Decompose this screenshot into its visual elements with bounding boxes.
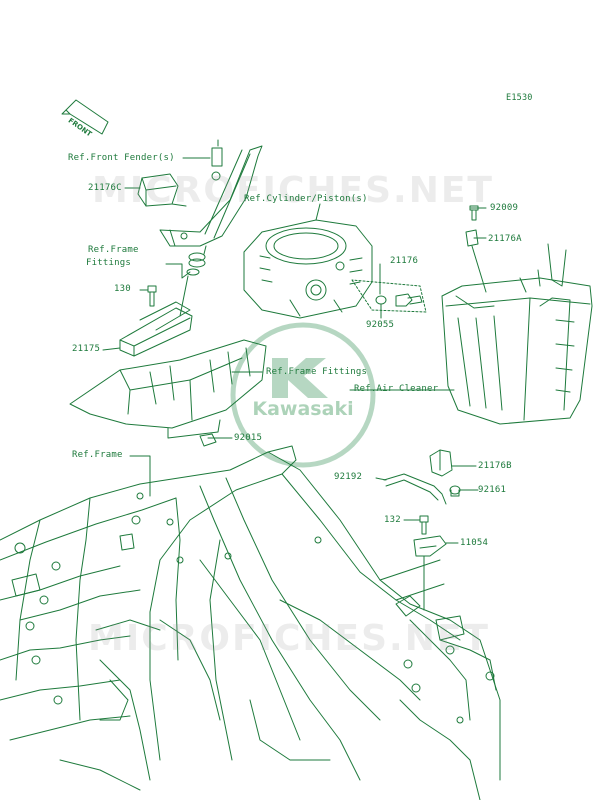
front-bracket <box>137 139 263 247</box>
main-frame <box>0 445 501 800</box>
label-21176a: 21176A <box>488 234 522 244</box>
label-21176c: 21176C <box>88 183 122 193</box>
label-132: 132 <box>384 515 401 525</box>
front-arrow-icon <box>61 99 109 135</box>
grommet <box>186 252 206 276</box>
watermark-top: MICROFICHES.NET <box>92 170 494 211</box>
kawasaki-logo <box>230 322 376 468</box>
label-92015: 92015 <box>234 433 263 443</box>
bolt-130 <box>147 285 157 307</box>
bracket-11054 <box>413 535 447 557</box>
regulator-21175 <box>119 301 193 357</box>
page-code: E1530 <box>506 93 533 103</box>
label-ref-front-fender: Ref.Front Fender(s) <box>68 153 175 163</box>
label-21176: 21176 <box>390 256 419 266</box>
bolt-132 <box>419 515 429 535</box>
hose-92192 <box>383 473 447 505</box>
clamp-21176a <box>465 229 487 293</box>
leader-lines <box>102 157 487 611</box>
air-cleaner-box <box>441 243 593 425</box>
clip-92015 <box>199 433 217 447</box>
label-ref-cylinder-piston: Ref.Cylinder/Piston(s) <box>244 194 368 204</box>
label-92161: 92161 <box>478 485 507 495</box>
label-ref-frame-fittings-line2: Fittings <box>86 258 131 268</box>
label-ref-frame: Ref.Frame <box>72 450 123 460</box>
label-11054: 11054 <box>460 538 489 548</box>
label-21175: 21175 <box>72 344 101 354</box>
label-92009: 92009 <box>490 203 519 213</box>
label-ref-air-cleaner: Ref.Air Cleaner <box>354 384 439 394</box>
sensor-21176b <box>429 449 453 477</box>
cylinder <box>243 219 373 319</box>
label-92192: 92192 <box>334 472 363 482</box>
label-ref-frame-fittings-center: Ref.Frame Fittings <box>266 367 368 377</box>
label-130: 130 <box>114 284 131 294</box>
label-92055: 92055 <box>366 320 395 330</box>
grommet-92161 <box>449 485 461 497</box>
kawasaki-logo-text: Kawasaki <box>252 398 354 420</box>
screw-92009 <box>469 205 479 221</box>
label-21176b: 21176B <box>478 461 512 471</box>
watermark-bottom: MICROFICHES.NET <box>88 618 490 659</box>
label-ref-frame-fittings-line1: Ref.Frame <box>88 245 139 255</box>
battery-case <box>69 339 267 439</box>
